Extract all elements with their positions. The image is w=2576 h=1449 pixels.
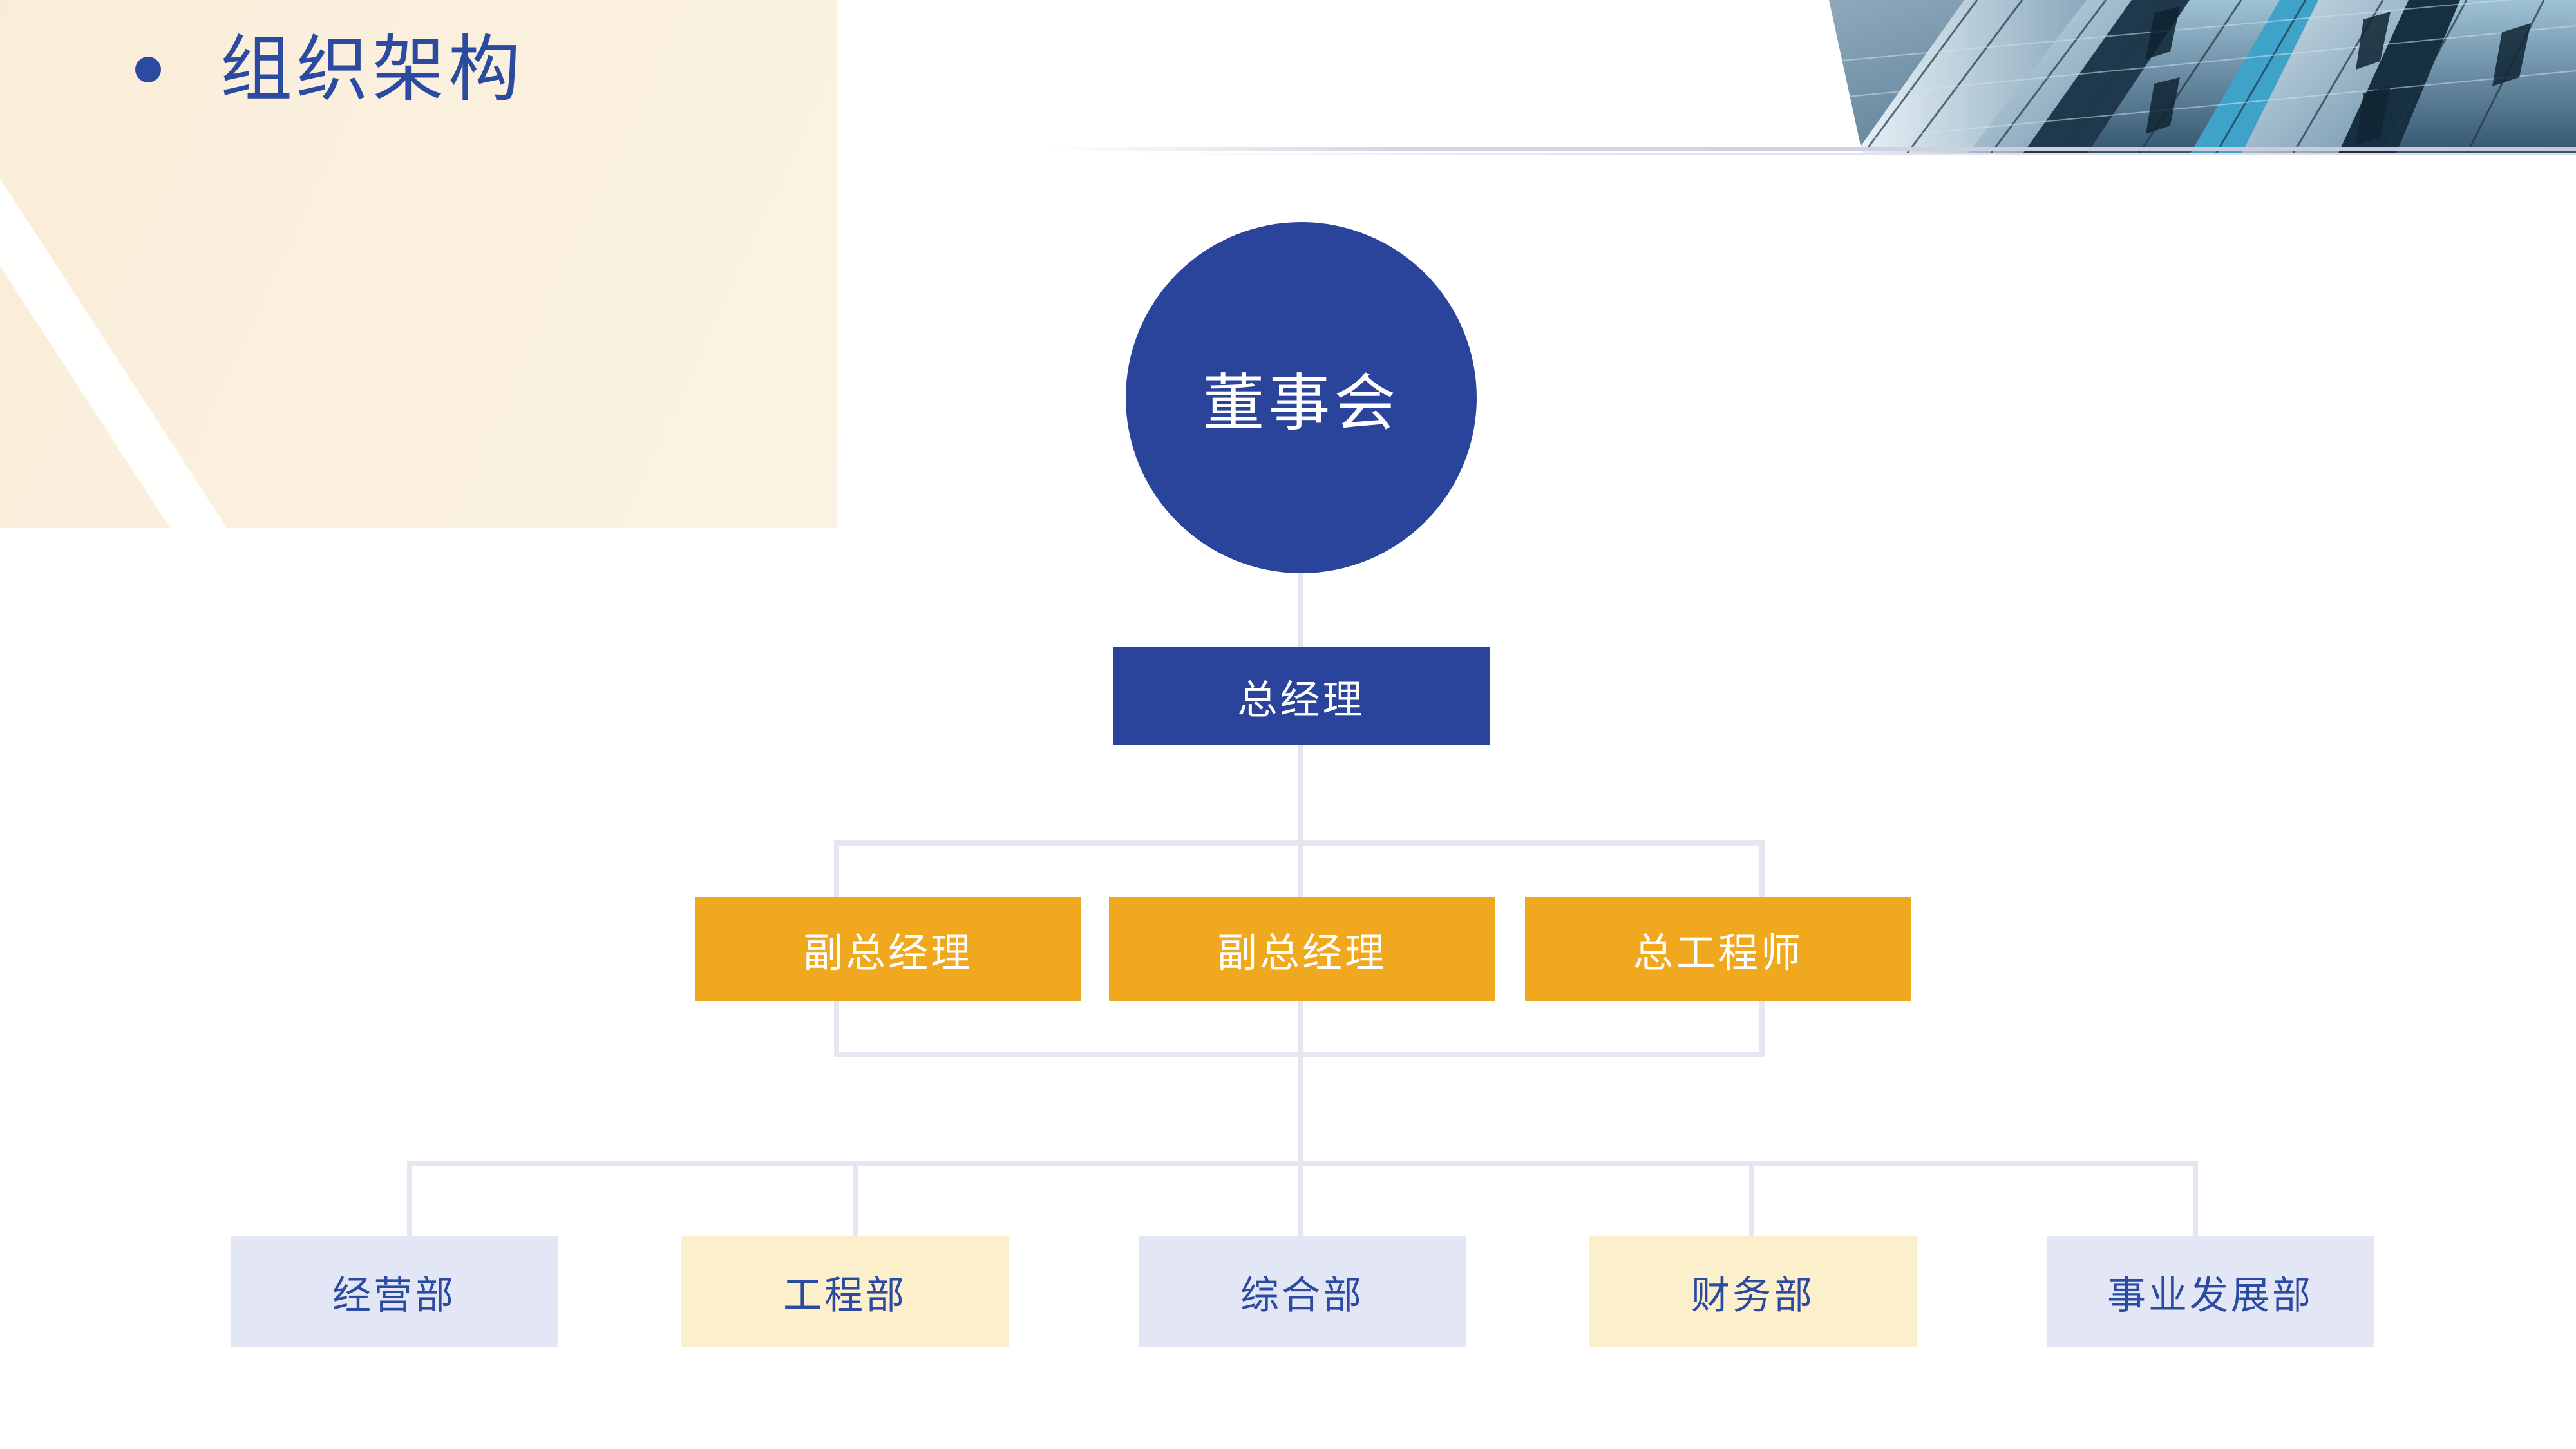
page-title-label: 组织架构 — [220, 29, 524, 109]
connector-merge-stem — [1298, 1052, 1303, 1164]
connector-to-dept-2 — [853, 1161, 858, 1238]
node-department-general-affairs[interactable]: 综合部 — [1139, 1236, 1466, 1347]
node-chief-engineer[interactable]: 总工程师 — [1525, 897, 1911, 1001]
node-deputy-general-manager-2[interactable]: 副总经理 — [1109, 897, 1495, 1001]
node-label: 总工程师 — [1633, 931, 1803, 976]
node-board-of-directors[interactable]: 董事会 — [1126, 222, 1477, 573]
node-label: 总经理 — [1237, 678, 1365, 723]
connector-board-to-gm — [1298, 572, 1303, 649]
connector-to-dept-5 — [2193, 1161, 2198, 1238]
node-label: 财务部 — [1691, 1273, 1815, 1317]
node-general-manager[interactable]: 总经理 — [1113, 647, 1490, 745]
node-label: 工程部 — [783, 1273, 907, 1317]
node-label: 董事会 — [1202, 369, 1400, 438]
node-department-finance[interactable]: 财务部 — [1589, 1236, 1917, 1347]
node-label: 经营部 — [332, 1273, 456, 1317]
building-photo — [1829, 0, 2576, 155]
node-label: 综合部 — [1240, 1273, 1364, 1317]
connector-to-dept-3 — [1298, 1161, 1303, 1238]
connector-to-chief-engineer — [1759, 840, 1765, 900]
header-divider-rule — [1050, 147, 2576, 151]
connector-to-deputy-gm-2 — [1298, 840, 1303, 900]
connector-gm-stem — [1298, 744, 1303, 844]
node-deputy-general-manager-1[interactable]: 副总经理 — [695, 897, 1081, 1001]
node-label: 事业发展部 — [2107, 1273, 2313, 1317]
node-label: 副总经理 — [802, 931, 973, 976]
node-department-engineering[interactable]: 工程部 — [681, 1236, 1009, 1347]
connector-to-dept-4 — [1749, 1161, 1754, 1238]
connector-to-dept-1 — [407, 1161, 412, 1238]
page-title: 组织架构 — [135, 33, 524, 106]
node-label: 副总经理 — [1217, 931, 1387, 976]
connector-deputy-gm-2-down — [1298, 1000, 1303, 1056]
connector-deputy-gm-1-down — [834, 1000, 839, 1056]
connector-to-deputy-gm-1 — [834, 840, 839, 900]
bullet-dot-icon — [135, 57, 161, 82]
connector-chief-engineer-down — [1759, 1000, 1765, 1056]
node-department-business-development[interactable]: 事业发展部 — [2047, 1236, 2374, 1347]
header-divider-rule-thin — [1140, 153, 2576, 155]
node-department-operations[interactable]: 经营部 — [231, 1236, 558, 1347]
building-facade-graphic — [1835, 0, 2576, 155]
